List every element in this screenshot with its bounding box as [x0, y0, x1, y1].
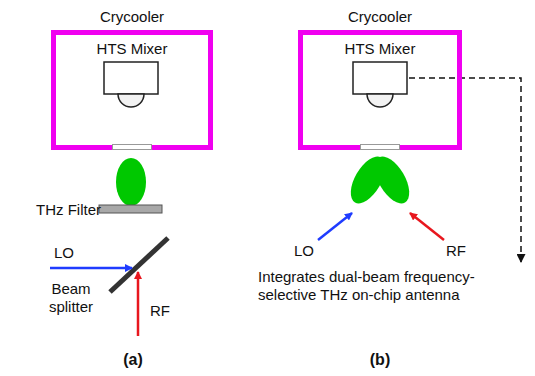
panel-label: (b)	[365, 350, 395, 369]
lo-arrow	[318, 213, 352, 240]
leader-dashed	[409, 78, 521, 262]
lo-arrow	[50, 267, 132, 270]
window	[112, 144, 152, 150]
rf-arrow	[410, 213, 444, 240]
lens	[367, 94, 393, 107]
thz-filter	[99, 205, 162, 213]
annotation: THz Filter	[36, 201, 101, 219]
annotation: LO	[294, 242, 314, 260]
annotation: Beam splitter	[40, 280, 102, 316]
component-label: HTS Mixer	[56, 40, 208, 57]
rf-arrow	[137, 272, 140, 336]
annotation: Integrates dual-beam frequency-selective…	[258, 268, 513, 304]
beam	[116, 158, 146, 206]
lens	[118, 94, 144, 107]
component-label: HTS Mixer	[303, 40, 457, 57]
cryocooler-box: CrycoolerHTS Mixer	[298, 30, 462, 150]
cryocooler-box: CrycoolerHTS Mixer	[51, 30, 213, 150]
annotation: LO	[54, 244, 74, 262]
window	[360, 144, 400, 150]
box-heading: Crycooler	[303, 8, 457, 25]
mixer-block	[104, 62, 158, 94]
mixer-block	[353, 62, 407, 94]
box-heading: Crycooler	[56, 8, 208, 25]
annotation: RF	[446, 242, 466, 260]
panel-label: (a)	[118, 350, 148, 369]
beam-lobe	[368, 151, 417, 209]
annotation: RF	[150, 302, 170, 320]
